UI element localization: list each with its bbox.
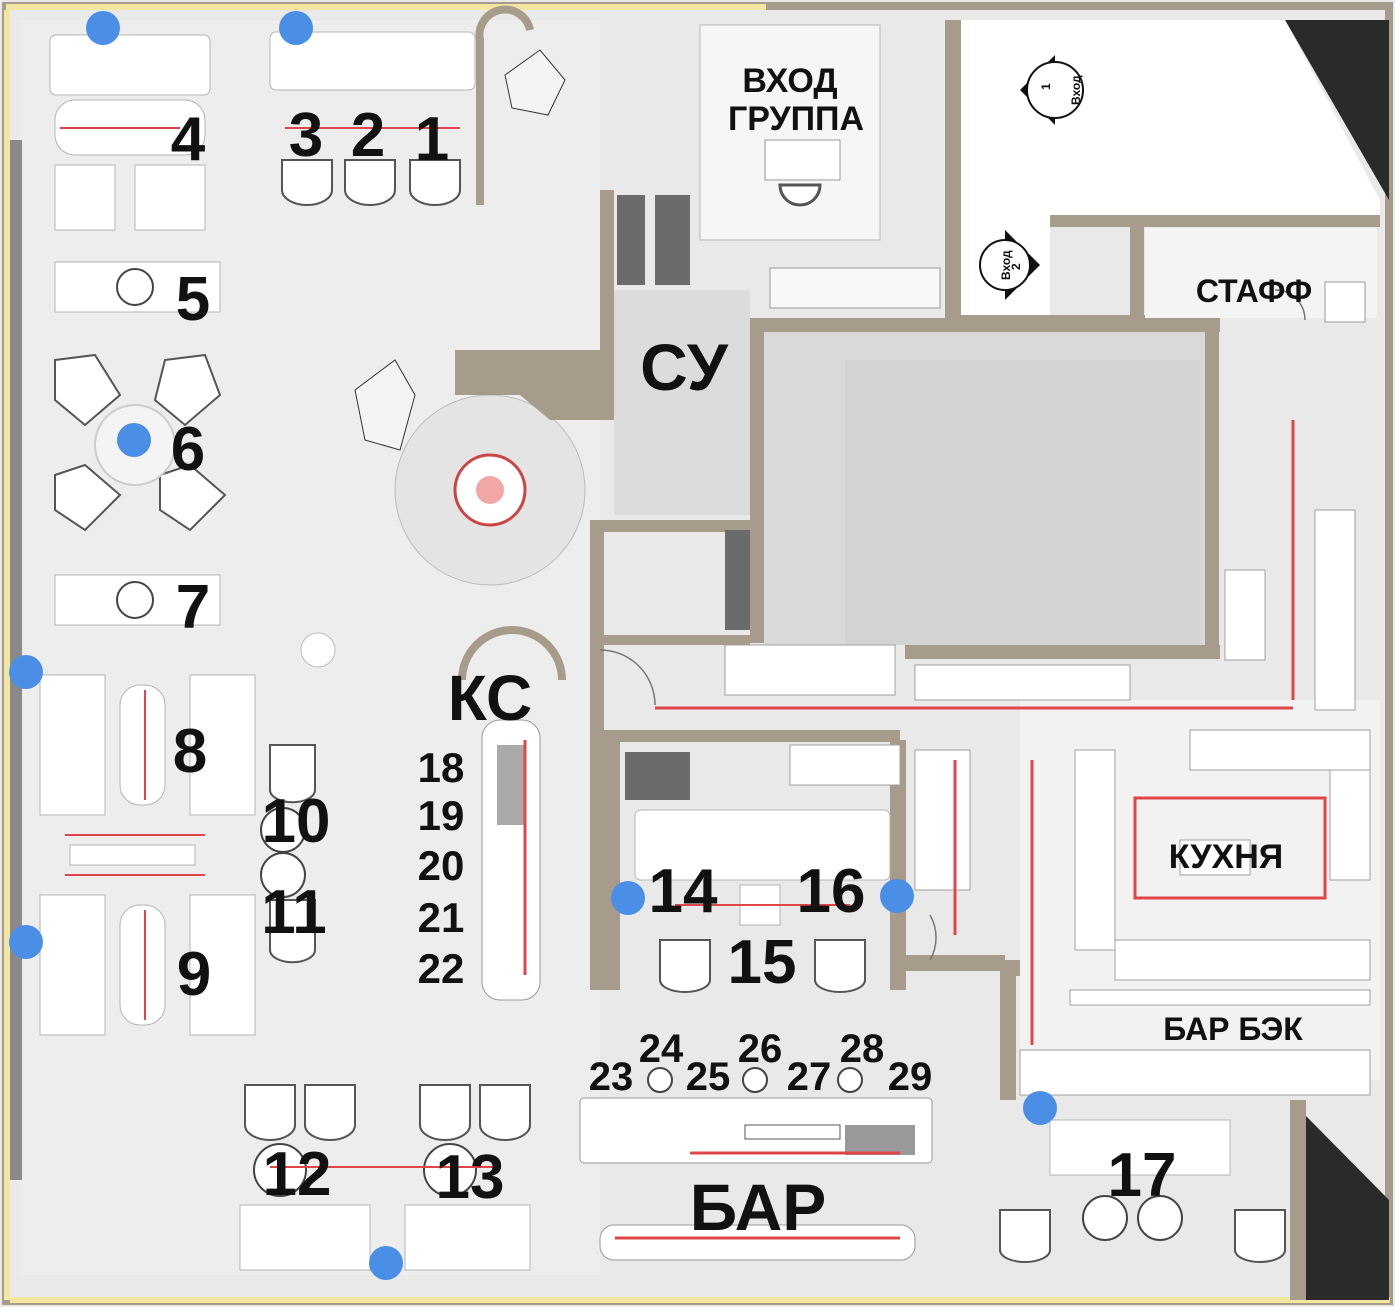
entry-group-desk <box>764 139 841 181</box>
label-staff: СТАФФ <box>1196 273 1312 309</box>
restroom-partition-b <box>655 195 690 285</box>
table-number: 18 <box>418 744 465 791</box>
round-tables <box>94 268 1183 1241</box>
table-number: 25 <box>686 1055 731 1099</box>
entrance-1-number: 1 <box>1039 83 1053 90</box>
table-number: 9 <box>177 940 211 1009</box>
table-number: 22 <box>418 945 465 992</box>
label-entry-group-line1: ВХОД <box>742 62 837 100</box>
camera-marker-icon <box>279 11 313 45</box>
rock-sculpture <box>354 359 416 451</box>
table-number: 29 <box>888 1055 933 1099</box>
table-number: 4 <box>171 105 206 174</box>
central-room-inner <box>845 360 1200 645</box>
utility-partition <box>725 530 750 630</box>
camera-marker-icon <box>9 925 43 959</box>
camera-marker-icon <box>880 879 914 913</box>
exterior-corner-bottom <box>1305 1115 1389 1300</box>
table-number: 17 <box>1108 1141 1177 1210</box>
restroom-block <box>614 290 750 515</box>
bar-equipment <box>744 1124 841 1140</box>
table-number: 2 <box>351 101 385 170</box>
table-number: 19 <box>418 792 465 839</box>
label-bar: БАР <box>690 1170 827 1244</box>
table-number: 16 <box>797 857 866 926</box>
table-number: 13 <box>436 1143 505 1212</box>
table-number: 6 <box>171 415 205 484</box>
table-number: 28 <box>840 1027 885 1071</box>
camera-marker-icon <box>117 423 151 457</box>
label-kitchen: КУХНЯ <box>1169 838 1283 876</box>
table-number: 1 <box>415 105 449 174</box>
restroom-partition-a <box>617 195 645 285</box>
window-top-left <box>6 4 266 10</box>
rock-sculpture-top <box>504 49 566 116</box>
table-number: 21 <box>418 894 465 941</box>
window-bottom <box>10 1297 1390 1303</box>
bar-grill <box>845 1125 915 1155</box>
service-partition <box>625 752 690 800</box>
sofas <box>39 31 1231 1271</box>
window-top-mid <box>266 4 766 10</box>
walls <box>590 20 1380 1300</box>
table-number: 20 <box>418 842 465 889</box>
entrance-2-text: Вход <box>999 250 1013 280</box>
table-red-lines <box>60 127 850 1168</box>
entry-group-room <box>699 24 881 241</box>
table-number: 10 <box>262 787 331 856</box>
table-number: 7 <box>176 573 210 642</box>
entrance-2-number: 2 <box>1009 263 1023 270</box>
camera-marker-icon <box>369 1246 403 1280</box>
table-number: 8 <box>173 717 207 786</box>
bar-lower-counter <box>599 1224 916 1261</box>
entrance-1-text: Вход <box>1069 75 1083 105</box>
doors <box>599 289 1306 961</box>
kitchen-red-lines <box>655 420 1295 1045</box>
table-number: 12 <box>263 1140 332 1209</box>
entry-group-chair <box>778 183 822 207</box>
table-number: 27 <box>787 1055 832 1099</box>
coat-rack <box>769 267 941 309</box>
table-number: 11 <box>261 878 327 947</box>
table-number: 26 <box>738 1027 783 1071</box>
ks-arch <box>458 626 566 681</box>
window-left <box>4 10 10 1300</box>
exterior-corner <box>1285 20 1389 200</box>
table-number: 24 <box>639 1027 684 1071</box>
label-ks: КС <box>448 662 532 734</box>
staff-locker <box>1324 281 1366 323</box>
camera-marker-icon <box>611 881 645 915</box>
round-pillar <box>300 632 336 668</box>
entrance-2-badge <box>979 239 1031 291</box>
camera-markers <box>9 11 1057 1280</box>
ks-grate <box>497 745 525 825</box>
chairs <box>54 159 1286 1263</box>
table-number: 5 <box>176 265 210 334</box>
table-number: 14 <box>649 857 718 926</box>
table-number: 15 <box>728 928 797 997</box>
camera-marker-icon <box>9 655 43 689</box>
rotunda-center <box>476 476 504 504</box>
entrance-1-badge <box>1026 61 1084 119</box>
label-entry-group-line2: ГРУППА <box>728 100 864 138</box>
curved-partition <box>475 5 534 205</box>
label-wc: СУ <box>640 330 729 404</box>
camera-marker-icon <box>86 11 120 45</box>
camera-marker-icon <box>1023 1091 1057 1125</box>
table-number: 3 <box>289 101 323 170</box>
table-number: 23 <box>589 1055 634 1099</box>
label-bar-back: БАР БЭК <box>1163 1011 1303 1047</box>
kitchen-equipment <box>724 509 1371 1096</box>
rotunda-wall <box>455 350 600 420</box>
